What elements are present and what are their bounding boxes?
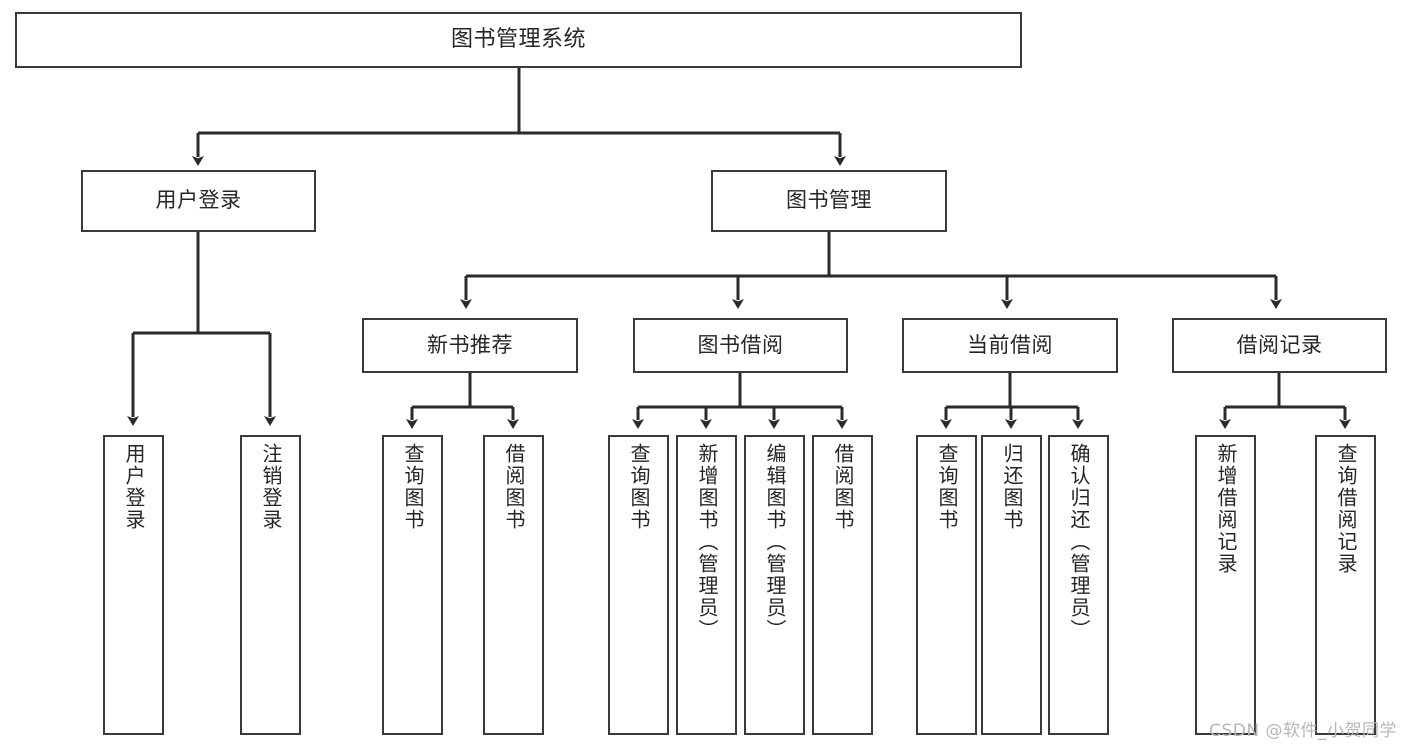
leaf-user-login-login[interactable]: 用户登录 [103,435,164,735]
node-label: 确认归还（管理员） [1067,443,1091,641]
node-current-borrow[interactable]: 当前借阅 [902,318,1118,373]
leaf-user-login-logout[interactable]: 注销登录 [240,435,301,735]
node-label: 编辑图书（管理员） [763,443,787,641]
node-label: 借阅图书 [831,443,855,531]
node-root-system[interactable]: 图书管理系统 [15,12,1022,68]
leaf-current-borrow-query[interactable]: 查询图书 [916,435,977,735]
watermark: CSDN @软件_小贺同学 [1209,721,1397,741]
leaf-borrow-record-query[interactable]: 查询借阅记录 [1315,435,1376,735]
node-book-management[interactable]: 图书管理 [711,170,947,232]
leaf-borrow-record-add[interactable]: 新增借阅记录 [1195,435,1256,735]
leaf-current-borrow-confirm-return[interactable]: 确认归还（管理员） [1048,435,1109,735]
node-label: 查询图书 [935,443,959,531]
leaf-new-book-query[interactable]: 查询图书 [382,435,443,735]
leaf-current-borrow-return[interactable]: 归还图书 [981,435,1042,735]
node-borrow-record[interactable]: 借阅记录 [1172,318,1387,373]
node-label: 查询图书 [401,443,425,531]
leaf-book-borrow-add[interactable]: 新增图书（管理员） [676,435,737,735]
node-label: 新增图书（管理员） [695,443,719,641]
node-user-login[interactable]: 用户登录 [81,170,316,232]
node-book-borrow[interactable]: 图书借阅 [633,318,848,373]
node-label: 图书管理系统 [450,26,586,52]
node-label: 注销登录 [259,443,283,531]
node-label: 新增借阅记录 [1214,443,1238,575]
node-label: 用户登录 [155,188,242,213]
node-new-book-recommend[interactable]: 新书推荐 [362,318,578,373]
node-label: 图书借阅 [697,332,784,357]
leaf-book-borrow-borrow[interactable]: 借阅图书 [812,435,873,735]
leaf-book-borrow-query[interactable]: 查询图书 [608,435,669,735]
leaf-book-borrow-edit[interactable]: 编辑图书（管理员） [744,435,805,735]
node-label: 归还图书 [1000,443,1024,531]
node-label: 用户登录 [122,443,146,531]
node-label: 借阅记录 [1236,332,1323,357]
node-label: 图书管理 [786,188,872,213]
node-label: 当前借阅 [967,332,1053,357]
node-label: 查询图书 [627,443,651,531]
node-label: 新书推荐 [427,332,513,357]
node-label: 借阅图书 [502,443,526,531]
node-label: 查询借阅记录 [1334,443,1358,575]
leaf-new-book-borrow[interactable]: 借阅图书 [483,435,544,735]
